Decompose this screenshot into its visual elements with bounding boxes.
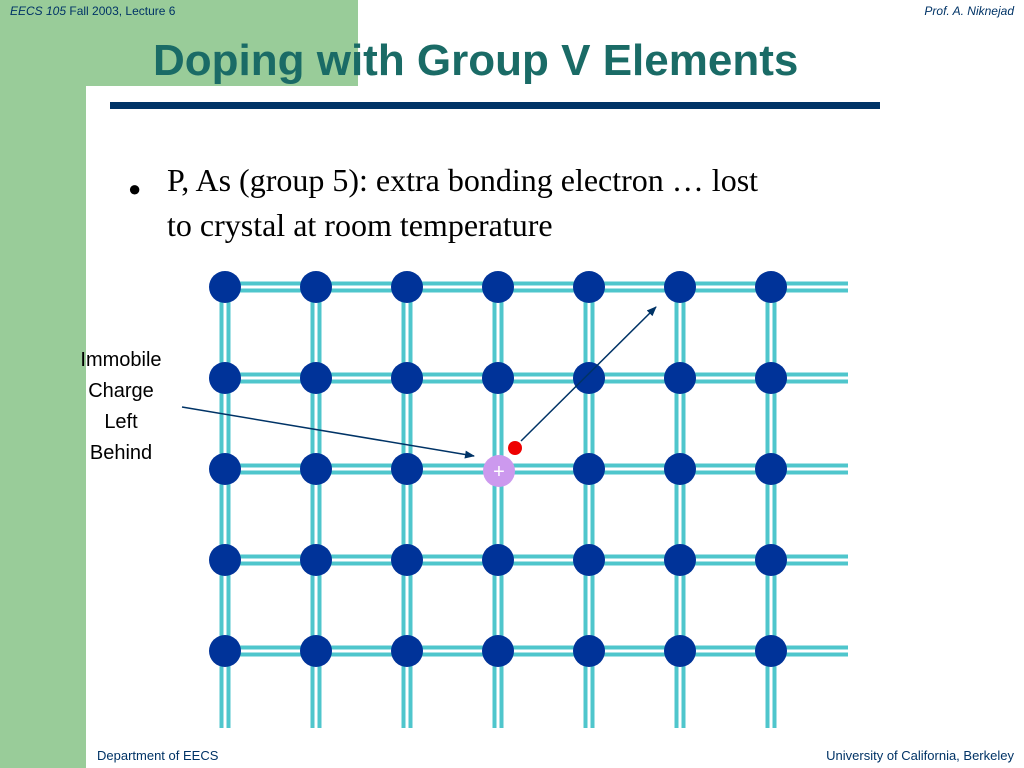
label-pointer-arrow <box>181 406 475 459</box>
silicon-atom <box>300 453 332 485</box>
dopant-ion <box>483 455 515 487</box>
slide-title: Doping with Group V Elements <box>153 36 799 85</box>
silicon-atom <box>664 362 696 394</box>
silicon-atom <box>573 271 605 303</box>
footer-department: Department of EECS <box>97 748 219 763</box>
silicon-atom <box>573 453 605 485</box>
silicon-atom <box>209 271 241 303</box>
immobile-charge-label: Immobile Charge Left Behind <box>60 345 182 469</box>
bullet-line-2: to crystal at room temperature <box>167 207 553 243</box>
silicon-atom <box>482 544 514 576</box>
lecture-info: Fall 2003, Lecture 6 <box>69 4 176 18</box>
silicon-atom <box>300 635 332 667</box>
silicon-atom <box>664 544 696 576</box>
silicon-atom <box>755 271 787 303</box>
bullet-icon: ● <box>128 176 142 201</box>
label-line-3: Left <box>104 411 138 433</box>
silicon-atom <box>482 271 514 303</box>
top-green-band <box>0 0 358 86</box>
label-line-4: Behind <box>89 442 153 464</box>
silicon-atom <box>664 271 696 303</box>
silicon-atom <box>573 635 605 667</box>
silicon-atom <box>391 271 423 303</box>
silicon-atom <box>209 453 241 485</box>
silicon-atom <box>573 362 605 394</box>
plus-icon: + <box>493 461 505 483</box>
silicon-atom <box>755 453 787 485</box>
silicon-atom <box>755 544 787 576</box>
silicon-atom <box>755 635 787 667</box>
silicon-atom <box>300 544 332 576</box>
silicon-atom <box>755 362 787 394</box>
header-course: EECS 105 Fall 2003, Lecture 6 <box>10 4 175 18</box>
silicon-atom <box>209 635 241 667</box>
silicon-atom <box>391 635 423 667</box>
silicon-atom <box>482 362 514 394</box>
silicon-atom <box>209 362 241 394</box>
electron-escape-arrow <box>520 306 657 442</box>
silicon-atom <box>300 362 332 394</box>
course-code: EECS 105 <box>10 4 67 18</box>
bullet-text: P, As (group 5): extra bonding electron … <box>167 158 927 248</box>
silicon-atom <box>482 635 514 667</box>
label-line-1: Immobile <box>80 349 162 371</box>
silicon-atom <box>300 271 332 303</box>
silicon-atom <box>391 544 423 576</box>
silicon-atom <box>664 453 696 485</box>
label-line-2: Charge <box>88 380 154 402</box>
silicon-atom <box>209 544 241 576</box>
bullet-line-1: P, As (group 5): extra bonding electron … <box>167 162 759 198</box>
free-electron <box>508 441 522 455</box>
silicon-atom <box>391 453 423 485</box>
footer-university: University of California, Berkeley <box>826 748 1014 763</box>
silicon-atom <box>391 362 423 394</box>
header-author: Prof. A. Niknejad <box>924 4 1014 18</box>
silicon-atom <box>573 544 605 576</box>
silicon-atom <box>664 635 696 667</box>
title-underline <box>110 102 880 109</box>
left-green-band <box>0 0 86 768</box>
lattice-atoms <box>209 271 787 667</box>
